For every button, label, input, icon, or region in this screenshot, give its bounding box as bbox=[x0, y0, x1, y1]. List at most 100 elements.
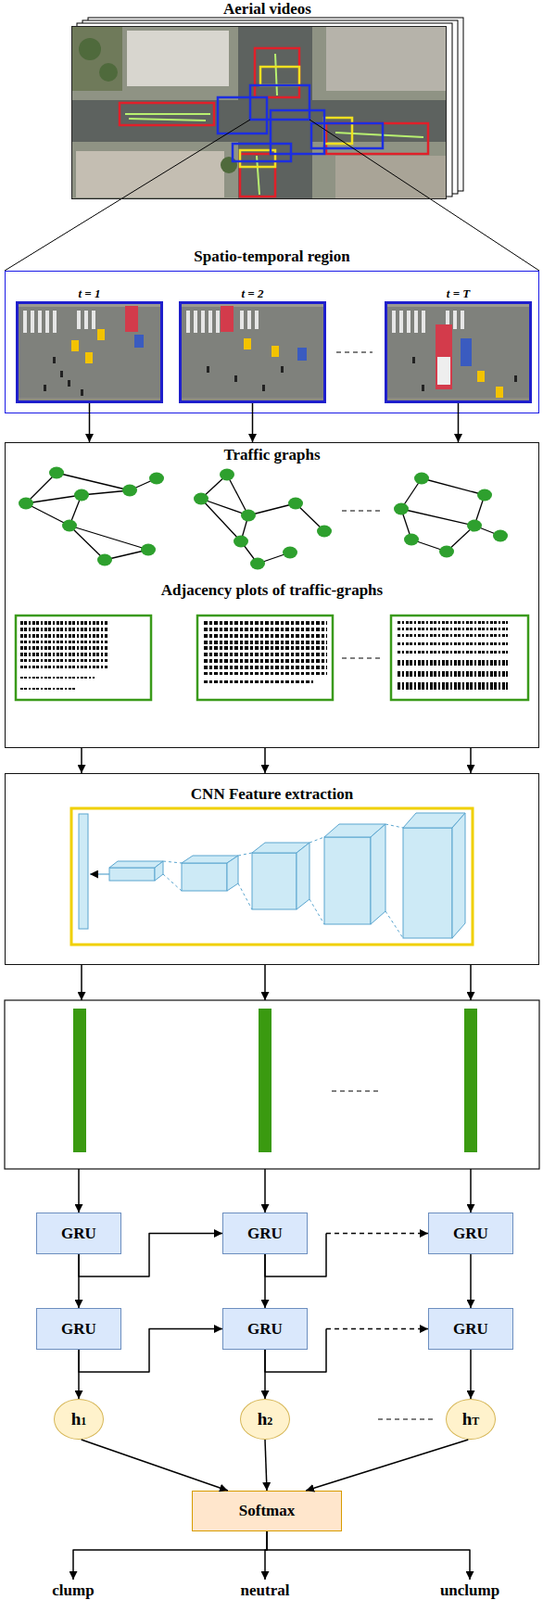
adjacency-plot bbox=[202, 640, 328, 645]
graph-vertices bbox=[393, 503, 409, 516]
hidden-state: h2 bbox=[239, 1398, 291, 1440]
graph-vertices bbox=[404, 533, 419, 546]
adjacency-plot bbox=[15, 615, 152, 700]
aerial-video-stack bbox=[324, 117, 353, 144]
layout-arrow bbox=[469, 964, 472, 1000]
adjacency-plot bbox=[391, 615, 529, 700]
frame-illustration bbox=[67, 379, 71, 387]
graph-vertices bbox=[288, 497, 304, 510]
cnn-illustration bbox=[238, 852, 253, 856]
frame-illustration bbox=[384, 301, 532, 404]
frame-illustration bbox=[85, 352, 93, 364]
node-label: Aerial videos bbox=[72, 0, 463, 27]
gru-cell: GRU bbox=[36, 1307, 122, 1350]
ellipsis-dashes bbox=[341, 509, 383, 511]
frame-illustration bbox=[437, 356, 451, 385]
cnn-illustration bbox=[78, 813, 89, 929]
arrow-connector bbox=[469, 1253, 472, 1308]
arrow-connector bbox=[265, 1328, 327, 1373]
arrow-connector bbox=[326, 1232, 429, 1235]
frame-illustration bbox=[178, 301, 327, 404]
adjacency-plot bbox=[20, 665, 109, 669]
graph-edges bbox=[248, 503, 296, 516]
ellipsis-dashes bbox=[341, 656, 381, 658]
node-label: t = T bbox=[387, 286, 530, 304]
adjacency-plot bbox=[202, 671, 328, 675]
aerial-video-stack bbox=[254, 48, 300, 98]
adjacency-plot bbox=[202, 645, 328, 650]
frame-illustration bbox=[412, 356, 416, 364]
adjacency-plot bbox=[20, 645, 109, 650]
graph-edges bbox=[56, 472, 130, 491]
cnn-illustration bbox=[71, 808, 473, 945]
aerial-video-stack bbox=[260, 66, 300, 86]
adjacency-plot bbox=[20, 652, 109, 657]
frame-illustration bbox=[60, 370, 64, 378]
arrow-connector bbox=[73, 1530, 267, 1579]
frame-illustration bbox=[271, 345, 279, 357]
frame-illustration bbox=[125, 305, 139, 332]
adjacency-plot bbox=[396, 681, 508, 690]
cnn-illustration bbox=[385, 823, 404, 828]
layout-arrow bbox=[469, 1168, 472, 1213]
cnn-illustration bbox=[163, 873, 182, 891]
node-label: neutral bbox=[240, 1580, 291, 1600]
ellipsis-dashes bbox=[336, 351, 373, 353]
layout-arrow bbox=[264, 1168, 266, 1213]
cnn-illustration bbox=[89, 872, 110, 874]
graph-vertices bbox=[233, 535, 249, 548]
cnn-illustration bbox=[252, 852, 297, 910]
node-label: Traffic graphs bbox=[5, 445, 539, 465]
node-label: GRU bbox=[247, 1224, 283, 1243]
graph-edges bbox=[201, 498, 241, 542]
cnn-illustration bbox=[309, 836, 325, 843]
aerial-video-stack bbox=[71, 25, 123, 91]
cnn-illustration bbox=[238, 883, 253, 910]
arrow-connector bbox=[457, 403, 459, 442]
aerial-video-stack bbox=[335, 155, 447, 200]
cnn-illustration bbox=[227, 855, 239, 891]
frame-illustration bbox=[435, 324, 453, 390]
adjacency-plot bbox=[197, 615, 333, 700]
adjacency-plot bbox=[197, 615, 333, 700]
aerial-video-stack bbox=[238, 25, 313, 200]
frame-illustration bbox=[134, 334, 144, 348]
frame-illustration bbox=[384, 301, 532, 404]
arrow-connector bbox=[265, 1328, 429, 1373]
video-frame: t = 2 bbox=[178, 301, 327, 404]
arrow-connector bbox=[266, 1530, 470, 1579]
adjacency-plot bbox=[396, 627, 508, 631]
aerial-video-stack bbox=[326, 25, 447, 91]
adjacency-plot bbox=[396, 642, 508, 645]
feature-vectors bbox=[464, 1008, 478, 1152]
frame-illustration bbox=[280, 366, 284, 373]
aerial-video-stack bbox=[250, 85, 310, 120]
frame-illustration bbox=[43, 384, 47, 392]
frame-illustration bbox=[43, 356, 84, 396]
arrow-connector bbox=[326, 1327, 429, 1330]
adjacency-plot bbox=[202, 652, 328, 657]
arrow-connector bbox=[81, 1439, 228, 1491]
arrow-connector bbox=[265, 1233, 327, 1277]
adjacency-plot bbox=[202, 680, 314, 683]
adjacency-plot bbox=[396, 633, 508, 637]
arrow-connector bbox=[305, 1439, 468, 1491]
aerial-video-stack bbox=[75, 151, 225, 198]
frame-illustration bbox=[243, 338, 252, 350]
frame-illustration bbox=[477, 370, 485, 382]
output-class: neutral bbox=[218, 1578, 312, 1600]
video-frame: t = T bbox=[384, 301, 532, 404]
frame-illustration bbox=[71, 328, 105, 364]
aerial-video-stack bbox=[78, 37, 102, 61]
aerial-video-stack bbox=[4, 17, 540, 271]
adjacency-plot bbox=[396, 620, 508, 624]
arrow-connector bbox=[265, 1530, 267, 1579]
graph-vertices bbox=[414, 472, 430, 485]
adjacency-plot bbox=[20, 627, 109, 632]
graph-vertices bbox=[439, 545, 455, 558]
arrow-connector bbox=[265, 1439, 267, 1491]
graph-vertices bbox=[49, 467, 64, 480]
graph-vertices bbox=[492, 530, 508, 543]
